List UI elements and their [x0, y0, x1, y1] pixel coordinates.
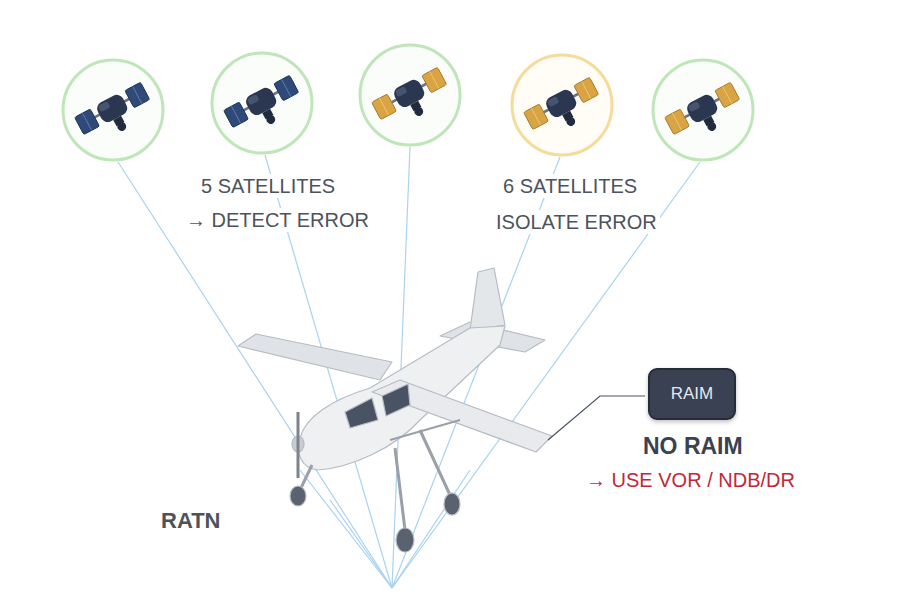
box-label: RAIM [671, 384, 714, 404]
error-note: ISOLATE ERROR [493, 210, 660, 234]
partial-text: RATN [158, 508, 223, 534]
error-note: → DETECT ERROR [183, 208, 372, 232]
fallback-note: → USE VOR / NDB/DR [583, 468, 798, 492]
status-box: RAIM [648, 368, 736, 420]
satellite-count: 5 SATELLITES [198, 174, 338, 198]
status-text: NO RAIM [640, 433, 746, 461]
satellite-count: 6 SATELLITES [500, 174, 640, 198]
